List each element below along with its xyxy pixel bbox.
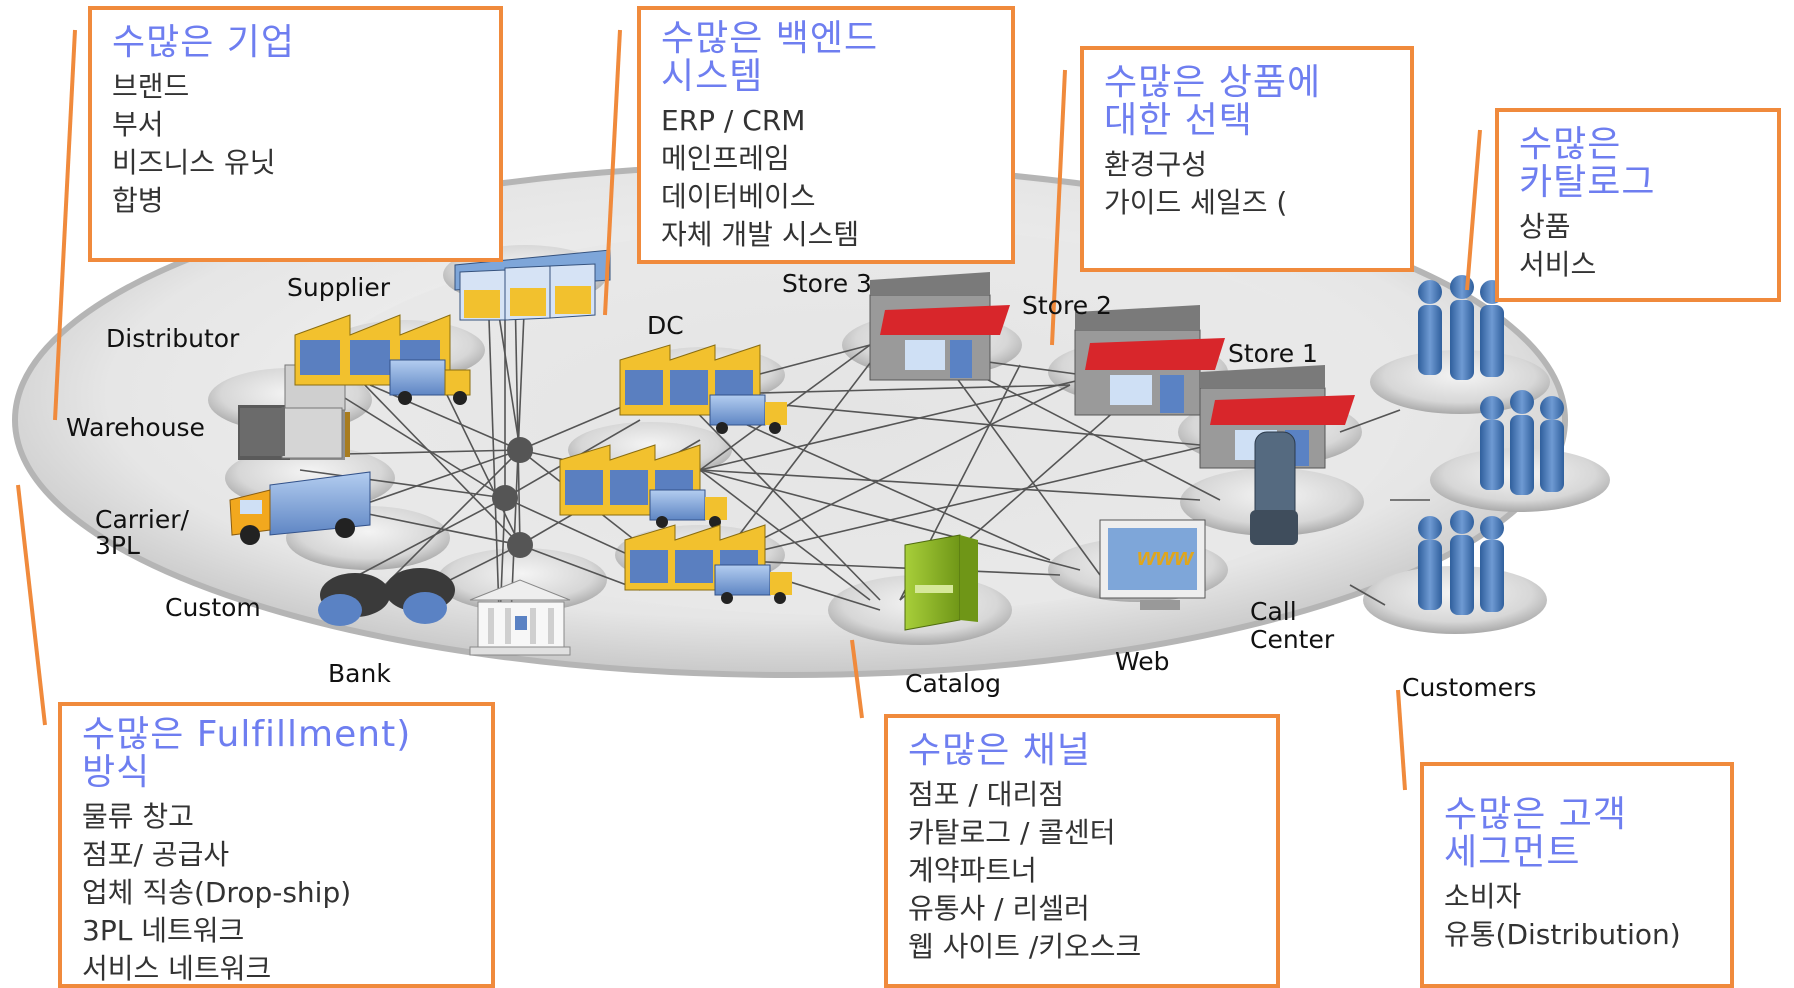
label-catalog: Catalog xyxy=(905,669,1002,698)
callout-product-item: 환경구성 xyxy=(1104,148,1208,181)
callout-channel-title: 수많은 채널 xyxy=(908,730,1092,771)
callout-channel-item: 카탈로그 / 콜센터 xyxy=(908,816,1116,849)
network-links xyxy=(289,289,1430,641)
binoculars-icon xyxy=(318,568,455,626)
callout-product-item: 가이드 세일즈 ( xyxy=(1104,186,1288,219)
customer-people-icon-1 xyxy=(1418,275,1504,380)
label-callcenter-line2: Center xyxy=(1250,625,1335,654)
callout-channel: 수많은 채널 점포 / 대리점 카탈로그 / 콜센터 계약파트너 유통사 / 리… xyxy=(884,714,1280,988)
callout-channel-item: 웹 사이트 /키오스크 xyxy=(908,930,1142,963)
callout-product-title: 수많은 상품에 대한 선택 xyxy=(1104,62,1322,141)
backend-warehouse-icon xyxy=(454,249,611,321)
callout-fulfillment: 수많은 Fulfillment) 방식 물류 창고 점포/ 공급사 업체 직송(… xyxy=(58,702,495,988)
callout-channel-item: 유통사 / 리셀러 xyxy=(908,892,1090,925)
callout-customer-item: 소비자 xyxy=(1444,880,1522,913)
label-distributor: Distributor xyxy=(106,324,240,353)
label-dc: DC xyxy=(647,311,684,340)
callout-fulfillment-title: 수많은 Fulfillment) 방식 xyxy=(82,714,412,793)
label-store1: Store 1 xyxy=(1228,339,1318,368)
callout-customer-title: 수많은 고객 세그먼트 xyxy=(1444,794,1628,873)
dc-factory-icon-1 xyxy=(619,344,787,434)
label-web: Web xyxy=(1115,647,1170,676)
callout-backend-title: 수많은 백엔드 시스템 xyxy=(661,18,879,97)
callout-product-choice: 수많은 상품에 대한 선택 환경구성 가이드 세일즈 ( xyxy=(1080,46,1414,272)
customer-people-icon-2 xyxy=(1480,390,1564,495)
label-callcenter-line1: Call xyxy=(1250,597,1297,626)
callout-customer-segment: 수많은 고객 세그먼트 소비자 유통(Distribution) xyxy=(1420,762,1734,988)
label-supplier: Supplier xyxy=(287,273,391,302)
store1-icon xyxy=(1199,365,1355,469)
callcenter-phone-icon xyxy=(1250,431,1298,545)
label-store2: Store 2 xyxy=(1022,291,1112,320)
callout-fulfillment-item: 업체 직송(Drop-ship) xyxy=(82,876,352,909)
supplier-factory-icon xyxy=(294,314,471,405)
callout-backend: 수많은 백엔드 시스템 ERP / CRM 메인프레임 데이터베이스 자체 개발… xyxy=(637,6,1015,264)
callout-leader-lines xyxy=(16,29,1482,791)
dc-factory-icon-3 xyxy=(624,524,792,604)
bank-icon xyxy=(469,579,571,656)
callout-channel-item: 계약파트너 xyxy=(908,854,1037,887)
callout-customer-item: 유통(Distribution) xyxy=(1444,918,1681,951)
callout-backend-item: 자체 개발 시스템 xyxy=(661,218,860,251)
customer-people-icon-3 xyxy=(1418,510,1504,615)
callout-fulfillment-item: 점포/ 공급사 xyxy=(82,838,230,871)
label-bank: Bank xyxy=(328,659,391,688)
callout-enterprise-title: 수많은 기업 xyxy=(112,22,296,63)
callout-enterprise-item: 비즈니스 유닛 xyxy=(112,146,276,179)
label-customers: Customers xyxy=(1402,673,1537,702)
callout-enterprise-item: 브랜드 xyxy=(112,70,190,103)
label-warehouse: Warehouse xyxy=(66,413,205,442)
label-carrier-line2: 3PL xyxy=(95,531,140,560)
label-custom: Custom xyxy=(165,593,261,622)
callout-catalog-item: 상품 xyxy=(1519,210,1571,243)
catalog-book-icon xyxy=(904,534,978,631)
label-store3: Store 3 xyxy=(782,269,872,298)
www-label: www xyxy=(1137,544,1194,571)
hub-dots xyxy=(492,437,533,558)
callout-fulfillment-item: 물류 창고 xyxy=(82,800,194,833)
callout-backend-item: 메인프레임 xyxy=(661,142,790,175)
callout-channel-item: 점포 / 대리점 xyxy=(908,778,1065,811)
callout-catalog-title: 수많은 카탈로그 xyxy=(1519,124,1656,203)
callout-backend-item: 데이터베이스 xyxy=(661,180,816,213)
callout-fulfillment-item: 서비스 네트워크 xyxy=(82,952,272,985)
callout-catalog: 수많은 카탈로그 상품 서비스 xyxy=(1495,108,1781,302)
label-carrier-line1: Carrier/ xyxy=(95,505,189,534)
dc-factory-icon-2 xyxy=(559,444,727,528)
callout-enterprise: 수많은 기업 브랜드 부서 비즈니스 유닛 합병 xyxy=(88,6,503,262)
web-monitor-icon: www xyxy=(1099,519,1206,610)
callout-backend-item: ERP / CRM xyxy=(661,104,806,137)
carrier-truck-icon xyxy=(229,471,371,545)
callout-enterprise-item: 합병 xyxy=(112,184,164,217)
store2-icon xyxy=(1074,305,1225,416)
callout-enterprise-item: 부서 xyxy=(112,108,164,141)
store3-icon xyxy=(869,272,1010,381)
callout-catalog-item: 서비스 xyxy=(1519,248,1597,281)
callout-fulfillment-item: 3PL 네트워크 xyxy=(82,914,245,947)
warehouse-boxes-icon xyxy=(238,364,350,460)
